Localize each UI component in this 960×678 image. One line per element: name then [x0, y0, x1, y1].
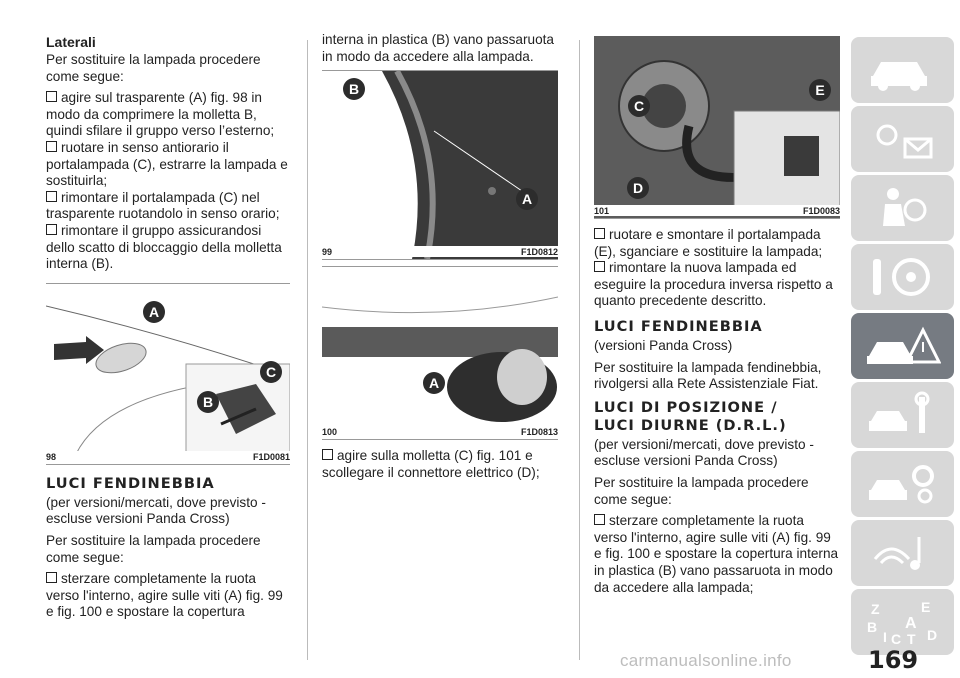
step-item: sterzare completamente la ruota verso l'…: [594, 513, 839, 595]
column-divider: [307, 40, 308, 660]
callout-label: A: [149, 304, 159, 320]
tab-multimedia[interactable]: [851, 520, 954, 586]
section-title-fendinebbia: LUCI FENDINEBBIA: [46, 474, 215, 492]
svg-text:B: B: [867, 619, 877, 635]
checkbox-bullet-icon: [46, 223, 57, 235]
step-item: ruotare e smontare il portalampada (E), …: [594, 227, 823, 259]
tab-car-dashboard[interactable]: [851, 37, 954, 103]
tab-emergency[interactable]: [851, 313, 954, 379]
figure-caption: 98 F1D0081: [46, 450, 290, 462]
paragraph-intro: Per sostituire la lampada procedere come…: [46, 52, 261, 84]
figure-99: B A 99 F1D0812: [322, 70, 558, 261]
svg-text:T: T: [907, 631, 916, 646]
figure-number: 101: [594, 206, 610, 216]
svg-text:I: I: [883, 629, 887, 645]
tab-key-steering-wheel[interactable]: [851, 244, 954, 310]
tab-technical-data[interactable]: [851, 451, 954, 517]
section-title-fendinebbia-cross: LUCI FENDINEBBIA: [594, 317, 763, 335]
side-light-illustration: A B C: [46, 300, 290, 455]
step-item: rimontare la nuova lampada ed eseguire l…: [594, 260, 833, 309]
section-title-laterali: Laterali: [46, 34, 96, 50]
callout-label: B: [349, 81, 359, 97]
callout-label: D: [633, 180, 643, 196]
paragraph-subtitle: (per versioni/mercati, dove previsto - e…: [46, 494, 266, 527]
figure-caption: 99 F1D0812: [322, 246, 558, 258]
figure-100: A 100 F1D0813: [322, 266, 558, 441]
figure-code: F1D0812: [520, 247, 558, 258]
checkbox-bullet-icon: [322, 449, 333, 461]
step-item: ruotare in senso antiorario il portalamp…: [46, 139, 288, 189]
column-2: interna in plastica (B) vano passaruota …: [322, 0, 558, 486]
emergency-icon: [867, 326, 941, 364]
wheel-arch-illustration: B A: [343, 71, 558, 260]
warning-lights-icon: [876, 124, 933, 159]
figure-code: F1D0083: [802, 206, 840, 216]
multimedia-icon: [873, 537, 921, 570]
checkbox-bullet-icon: [594, 514, 605, 526]
checkbox-bullet-icon: [594, 261, 605, 273]
checkbox-bullet-icon: [594, 228, 605, 239]
step-item: agire sulla molletta (C) fig. 101 e scol…: [322, 448, 540, 480]
callout-label: A: [429, 375, 439, 391]
checkbox-bullet-icon: [46, 140, 57, 152]
watermark: carmanualsonline.info: [620, 651, 792, 670]
svg-text:C: C: [891, 631, 901, 646]
callout-label: C: [266, 364, 276, 380]
svg-text:Z: Z: [871, 601, 880, 617]
checkbox-bullet-icon: [46, 572, 57, 584]
figure-code: F1D0813: [520, 427, 558, 438]
step-item: agire sul trasparente (A) fig. 98 in mod…: [46, 90, 275, 139]
figure-number: 99: [322, 247, 333, 258]
column-3: C D E 101 F1D0083 ruotare e smontare il …: [594, 0, 840, 601]
svg-text:E: E: [921, 599, 930, 615]
section-title-posizione: LUCI DI POSIZIONE /: [594, 398, 778, 416]
figure-number: 98: [46, 451, 57, 462]
paragraph-intro: Per sostituire la lampada procedere come…: [594, 474, 809, 507]
step-item: rimontare il gruppo assicurandosi dello …: [46, 222, 282, 272]
svg-text:D: D: [927, 627, 937, 643]
checkbox-bullet-icon: [46, 190, 57, 202]
paragraph-continued: interna in plastica (B) vano passaruota …: [322, 32, 554, 64]
paragraph-body: Per sostituire la lampada fendinebbia, r…: [594, 359, 822, 392]
paragraph-subtitle: (versioni Panda Cross): [594, 337, 733, 353]
technical-data-icon: [869, 465, 934, 504]
section-title-diurne: LUCI DIURNE (D.R.L.): [594, 416, 787, 434]
tab-alphabetical-index[interactable]: Z E B A I C T D: [851, 589, 954, 655]
paragraph-intro: Per sostituire la lampada procedere come…: [46, 532, 261, 565]
callout-label: B: [203, 394, 213, 410]
callout-label: C: [634, 98, 644, 114]
key-steering-wheel-icon: [873, 258, 930, 296]
bumper-underside-illustration: A: [322, 296, 558, 423]
figure-number: 100: [322, 427, 338, 438]
figure-101: C D E 101 F1D0083: [594, 36, 840, 219]
callout-label: E: [815, 82, 824, 98]
tab-maintenance[interactable]: [851, 382, 954, 448]
maintenance-icon: [869, 391, 930, 433]
column-divider: [579, 40, 580, 660]
callout-label: A: [522, 191, 532, 207]
figure-caption: 100 F1D0813: [322, 426, 558, 438]
step-item: rimontare il portalampada (C) nel traspa…: [46, 189, 280, 222]
alphabetical-index-icon: Z E B A I C T D: [867, 599, 937, 646]
checkbox-bullet-icon: [46, 91, 57, 103]
tab-warning-lights[interactable]: [851, 106, 954, 172]
airbag-safety-icon: [883, 188, 927, 226]
figure-caption: 101 F1D0083: [594, 205, 840, 216]
car-dashboard-icon: [871, 62, 927, 91]
figure-98: A B C 98 F1D0081: [46, 282, 290, 465]
page-number: 169: [868, 646, 919, 674]
column-1: Laterali Per sostituire la lampada proce…: [46, 0, 290, 626]
paragraph-subtitle: (per versioni/mercati, dove previsto - e…: [594, 436, 814, 469]
figure-code: F1D0081: [252, 451, 290, 462]
svg-text:A: A: [905, 615, 917, 632]
foglight-connector-illustration: C D E: [594, 36, 840, 218]
step-item: sterzare completamente la ruota verso l'…: [46, 571, 283, 620]
tab-airbag-safety[interactable]: [851, 175, 954, 241]
